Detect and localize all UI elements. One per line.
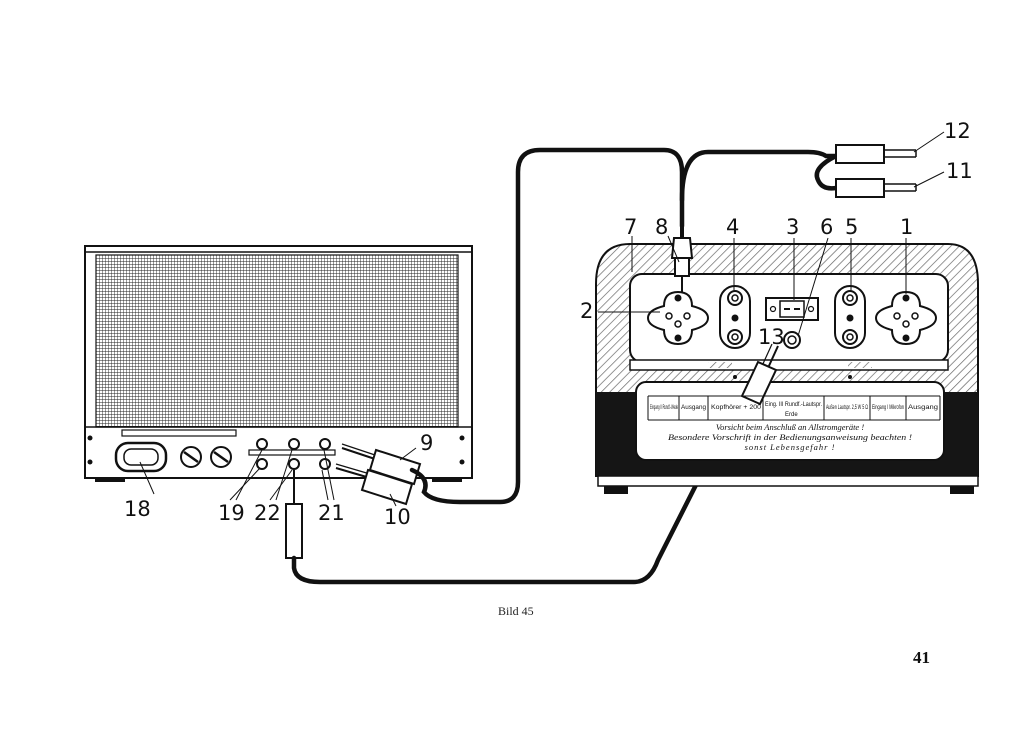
cables xyxy=(291,147,839,585)
amplifier-foot xyxy=(432,478,462,482)
label-13: 13 xyxy=(758,325,785,349)
tone-knob xyxy=(210,446,232,468)
recorder-unit xyxy=(595,243,979,494)
recorder-foot xyxy=(604,486,628,494)
figure-caption: Bild 45 xyxy=(498,604,534,618)
label-12: 12 xyxy=(944,119,971,143)
warning-line-2: Besondere Vorschrift in der Bedienungsan… xyxy=(668,432,912,442)
socket-6 xyxy=(783,331,801,349)
plug-9 xyxy=(341,443,422,486)
plug-12 xyxy=(835,144,917,164)
leader-lines xyxy=(139,131,945,507)
warning-line-1: Vorsicht beim Anschluß an Allstromgeräte… xyxy=(716,422,865,432)
socket-2 xyxy=(646,290,710,346)
cell-ausgang-2: Ausgang xyxy=(908,405,938,411)
cable-8-to-11-12 xyxy=(679,149,839,203)
label-4: 4 xyxy=(726,215,739,239)
socket-4 xyxy=(719,285,751,349)
speaker-grille xyxy=(95,254,459,428)
recorder-foot xyxy=(950,486,974,494)
label-11: 11 xyxy=(946,159,973,183)
volume-knob xyxy=(180,446,202,468)
label-plate-table: Eingang II Rundf.-Wede Ausgang Kopfhörer… xyxy=(647,395,941,452)
recorder-base-rail xyxy=(597,475,979,487)
label-9: 9 xyxy=(420,431,433,455)
label-10: 10 xyxy=(384,505,411,529)
cable-loop-11-12 xyxy=(814,153,839,191)
cell-kopfhoerer: Kopfhörer + 200 xyxy=(711,405,762,411)
cell-eingang-iii: Eing. III Rundf.-Lautspr. xyxy=(765,402,822,408)
screw xyxy=(87,435,93,441)
cell-erde: Erde xyxy=(785,412,798,418)
plug-8 xyxy=(670,226,694,292)
label-3: 3 xyxy=(786,215,799,239)
label-21: 21 xyxy=(318,501,345,525)
plug-22-connector xyxy=(285,470,303,559)
socket-3 xyxy=(765,297,819,321)
warning-line-3: sonst Lebensgefahr ! xyxy=(745,442,836,452)
amplifier-foot xyxy=(95,478,125,482)
cell-ausgang-1: Ausgang xyxy=(681,405,706,411)
cell-aussen-lautspr: Außen Lautspr. 2,5 W 5 Ω xyxy=(826,405,868,411)
pilot-window-glass xyxy=(123,448,159,466)
strip-dot xyxy=(848,375,852,379)
cable-22-to-13 xyxy=(291,387,747,585)
cell-eingang-ii: Eingang II Rundf.-Wede xyxy=(650,405,678,411)
nameplate-strip xyxy=(121,429,237,437)
plug-10 xyxy=(335,463,414,506)
label-22: 22 xyxy=(254,501,281,525)
label-6: 6 xyxy=(820,215,833,239)
label-7: 7 xyxy=(624,215,637,239)
plug-11 xyxy=(835,178,917,198)
strip-hatch xyxy=(848,362,872,368)
cable-9-10-to-8 xyxy=(409,147,685,505)
label-5: 5 xyxy=(845,215,858,239)
callout-labels: 12 11 7 8 4 3 6 5 1 2 13 9 18 19 22 21 1… xyxy=(124,119,973,529)
label-plate xyxy=(635,381,945,461)
socket-1 xyxy=(874,290,938,346)
strip-dot xyxy=(733,375,737,379)
cell-eingang-i: Eingang I Mikrofon xyxy=(872,405,904,411)
page-number: 41 xyxy=(913,648,930,667)
socket-5 xyxy=(834,285,866,349)
panel-strip xyxy=(629,359,949,371)
strip-hatch xyxy=(708,362,732,368)
plug-13 xyxy=(740,343,779,406)
screw xyxy=(87,459,93,465)
label-19: 19 xyxy=(218,501,245,525)
label-8: 8 xyxy=(655,215,668,239)
label-1: 1 xyxy=(900,215,913,239)
amplifier-unit xyxy=(84,245,473,482)
label-2: 2 xyxy=(580,299,593,323)
label-18: 18 xyxy=(124,497,151,521)
screw xyxy=(459,435,465,441)
screw xyxy=(459,459,465,465)
socket-jacks xyxy=(256,438,331,470)
